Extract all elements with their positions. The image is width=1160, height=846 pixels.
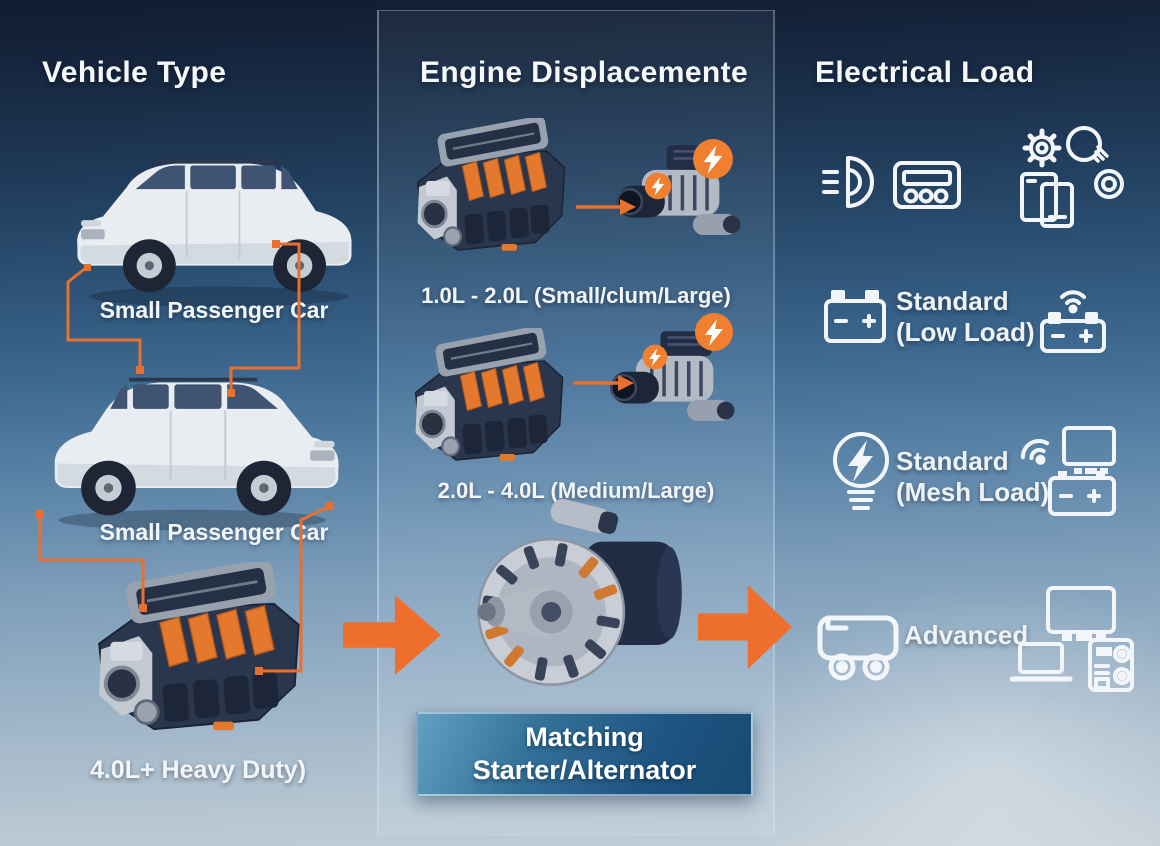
load-row-2-text: Standard (Low Load) <box>896 286 1035 347</box>
alternator-illustration <box>452 496 700 703</box>
vehicle-item-label-1: Small Passenger Car <box>99 297 329 323</box>
load-row-4-label: Advanced <box>904 620 1029 650</box>
load-row-3-text: Standard (Mesh Load) <box>896 446 1049 507</box>
load-row-2-label: Standard <box>896 286 1009 316</box>
lightning-badge-icon <box>692 138 734 180</box>
matching-box-line1: Matching <box>525 722 644 753</box>
engine-item-label-1: 1.0L - 2.0L (Small/clum/Large) <box>421 283 731 308</box>
vehicle-item-label-2: Small Passenger Car <box>99 519 329 545</box>
van-icon <box>817 615 899 681</box>
load-row-3-label: Standard <box>896 446 1009 476</box>
suv-illustration-2 <box>46 358 348 537</box>
wifi-monitor-battery-icon <box>1020 426 1116 516</box>
matching-starter-alternator-box: Matching Starter/Alternator <box>416 712 753 796</box>
load-row-4-text: Advanced <box>904 620 1028 651</box>
headlight-icon <box>822 156 874 208</box>
lightbulb-bolt-icon <box>833 432 889 510</box>
battery-icon <box>824 290 886 343</box>
engine-item-label-2: 2.0L - 4.0L (Medium/Large) <box>437 478 715 503</box>
electrical-column-title: Electrical Load <box>815 56 1035 89</box>
load-row-2-sublabel: (Low Load) <box>896 316 1035 347</box>
suv-illustration-1 <box>68 140 360 313</box>
lightning-badge-icon <box>642 344 668 370</box>
engine-illustration-2 <box>396 328 578 478</box>
radio-icon <box>893 161 961 209</box>
lightning-badge-icon <box>694 312 734 352</box>
battery-wifi-icon <box>1040 290 1106 353</box>
engine-column-title: Engine Displacemente <box>420 56 749 89</box>
engine-illustration-1 <box>398 118 580 268</box>
vehicle-column-title: Vehicle Type <box>42 56 227 89</box>
vehicle-item-label-3: 4.0L+ Heavy Duty) <box>89 756 307 784</box>
gear-magnifier-devices-icon <box>1020 126 1124 228</box>
load-row-3-sublabel: (Mesh Load) <box>896 476 1050 507</box>
monitor-laptop-panel-icon <box>1010 586 1134 692</box>
lightning-badge-icon <box>644 172 672 200</box>
matching-box-line2: Starter/Alternator <box>472 755 697 785</box>
heavy-duty-engine-illustration <box>72 562 320 752</box>
